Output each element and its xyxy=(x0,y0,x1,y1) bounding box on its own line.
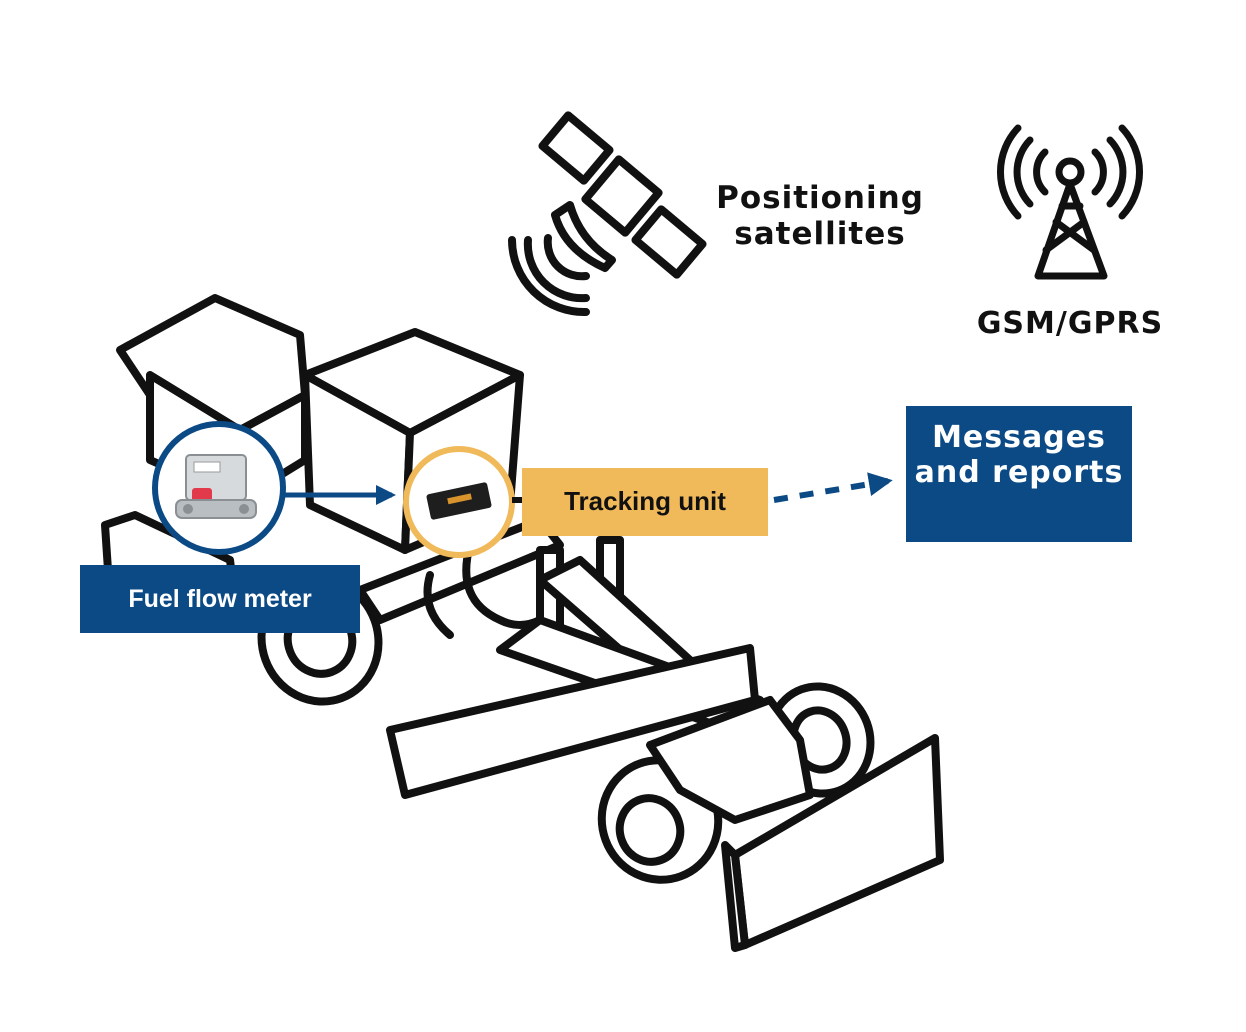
messages-reports-label: Messages and reports xyxy=(914,420,1124,490)
satellite-icon xyxy=(508,111,707,317)
positioning-satellites-label: Positioning satellites xyxy=(716,180,924,252)
tracking-unit-label: Tracking unit xyxy=(564,486,726,516)
gsm-gprs-label: GSM/GPRS xyxy=(976,306,1164,341)
fuel-flow-meter-box xyxy=(80,565,360,633)
messages-reports-box xyxy=(906,406,1132,542)
flow-meter-device-icon xyxy=(152,421,286,555)
tracker-device-icon xyxy=(403,446,515,558)
tracking-unit-box xyxy=(522,468,768,536)
dashed-arrow-to-messages xyxy=(773,472,893,503)
cell-tower-icon xyxy=(997,124,1143,280)
fuel-flow-meter-label: Fuel flow meter xyxy=(128,585,312,613)
